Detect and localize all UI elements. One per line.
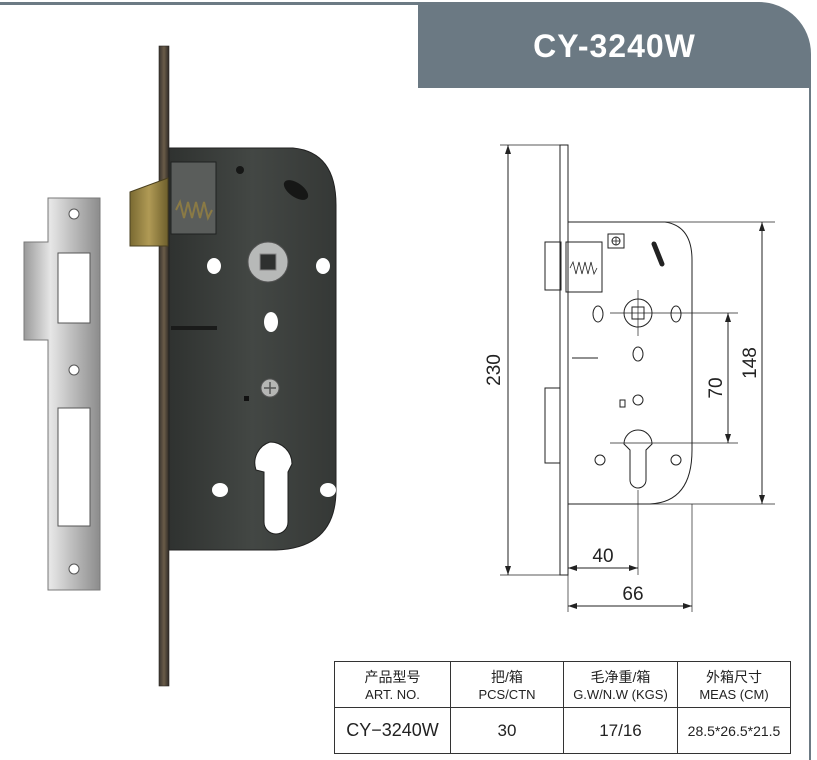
dim-label-center-distance: 70 (706, 377, 727, 398)
lock-faceplate (158, 45, 170, 687)
header-meas: 外箱尺寸 MEAS (CM) (677, 661, 791, 708)
drawing-faceplate (559, 144, 569, 576)
header-art-no: 产品型号 ART. NO. (334, 661, 451, 708)
dim-label-case-width: 66 (622, 584, 643, 605)
strike-plate (23, 197, 101, 591)
cell-meas: 28.5*26.5*21.5 (677, 707, 791, 754)
header-weight: 毛净重/箱 G.W/N.W (KGS) (563, 661, 678, 708)
frame-right-line (809, 88, 811, 760)
dim-label-case-height: 148 (740, 347, 761, 379)
product-photo (23, 45, 337, 687)
cell-pcs: 30 (450, 707, 564, 754)
frame-top-line (0, 2, 420, 5)
drawing-case (568, 221, 693, 505)
header-tab: CY-3240W (418, 2, 811, 88)
cell-weight: 17/16 (563, 707, 678, 754)
product-title: CY-3240W (533, 28, 696, 64)
spec-table-header-row: 产品型号 ART. NO. 把/箱 PCS/CTN 毛净重/箱 G.W/N.W … (334, 661, 791, 708)
cell-model: CY−3240W (334, 707, 451, 754)
spec-table: 产品型号 ART. NO. 把/箱 PCS/CTN 毛净重/箱 G.W/N.W … (334, 661, 791, 754)
dim-label-backset: 40 (592, 546, 613, 567)
header-pcs-ctn: 把/箱 PCS/CTN (450, 661, 564, 708)
lock-body (129, 147, 337, 551)
spec-table-row: CY−3240W 30 17/16 28.5*26.5*21.5 (334, 707, 791, 754)
technical-drawing: 230 148 70 40 66 (484, 144, 775, 612)
dim-label-overall-height: 230 (484, 354, 505, 386)
